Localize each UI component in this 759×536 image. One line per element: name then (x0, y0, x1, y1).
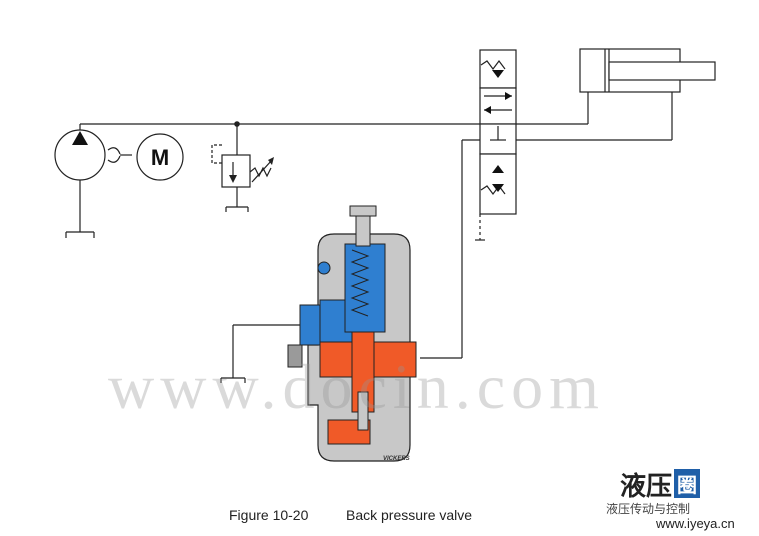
logo-url: www.iyeya.cn (656, 516, 735, 531)
logo-name-boxed: 圈 (674, 469, 701, 498)
figure-number: Figure 10-20 (229, 507, 309, 523)
motor-symbol (136, 133, 184, 181)
site-logo: 液压圈 (620, 466, 701, 503)
back-pressure-valve-cutaway (287, 205, 417, 462)
pump-symbol (54, 129, 132, 238)
motor-label: M (151, 145, 169, 170)
brand-label: VICKERS (383, 456, 410, 462)
relief-valve-symbol (211, 121, 274, 212)
logo-subtitle: 液压传动与控制 (606, 502, 691, 516)
figure-title: Back pressure valve (346, 507, 473, 523)
directional-valve-symbol (475, 49, 517, 241)
watermark-text: www.docin.com (108, 351, 605, 422)
logo-name: 液压 (620, 472, 673, 502)
cylinder-symbol (579, 48, 716, 93)
